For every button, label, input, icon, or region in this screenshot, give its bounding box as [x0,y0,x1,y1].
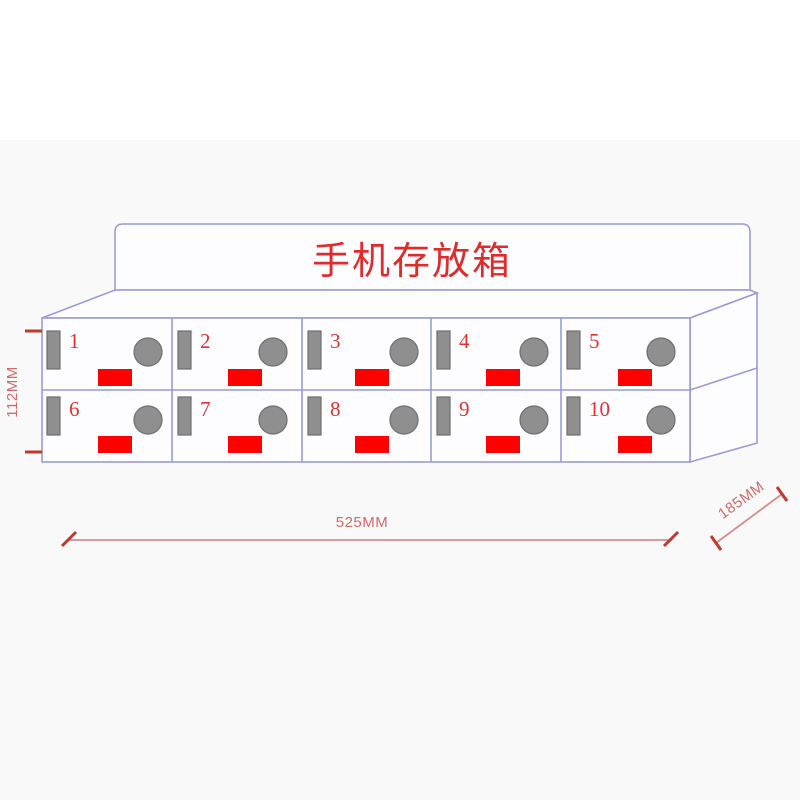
box-right-side-face [689,291,758,464]
knob-icon [519,405,549,435]
knob-icon [646,405,676,435]
label-tag-icon [618,436,652,453]
label-tag-icon [486,369,520,386]
knob-icon [133,337,163,367]
depth-dimension: 185MM [709,478,789,551]
phone-silhouette-icon [177,330,192,370]
slot-number: 1 [69,329,80,353]
slot-number: 8 [330,397,341,421]
slot-number: 10 [589,397,610,421]
slot-10[interactable]: 10 [566,396,676,453]
slot-2[interactable]: 2 [177,329,288,386]
label-tag-icon [355,369,389,386]
slot-9[interactable]: 9 [436,396,549,453]
slot-5[interactable]: 5 [566,329,676,386]
knob-icon [389,337,419,367]
knob-icon [258,405,288,435]
knob-icon [519,337,549,367]
depth-dimension-tick-bottom [709,535,723,551]
slot-1[interactable]: 1 [46,329,163,386]
slot-number: 9 [459,397,470,421]
phone-silhouette-icon [177,396,192,436]
width-dimension: 525MM [60,514,680,548]
phone-silhouette-icon [307,330,322,370]
slot-7[interactable]: 7 [177,396,288,453]
width-dimension-label: 525MM [336,514,389,531]
phone-silhouette-icon [436,396,451,436]
box-top-face [41,289,760,319]
phone-silhouette-icon [436,330,451,370]
slot-number: 6 [69,397,80,421]
slot-number: 5 [589,329,600,353]
box-side-shelf-edge [689,367,758,391]
depth-dimension-tick-top [775,486,789,502]
depth-dimension-label: 185MM [715,478,767,523]
slot-8[interactable]: 8 [307,396,419,453]
box-title: 手机存放箱 [312,241,512,283]
slot-number: 3 [330,329,341,353]
slot-4[interactable]: 4 [436,329,549,386]
knob-icon [133,405,163,435]
knob-icon [646,337,676,367]
height-dimension: 112MM [4,329,42,454]
phone-silhouette-icon [566,396,581,436]
label-tag-icon [98,436,132,453]
label-tag-icon [486,436,520,453]
label-tag-icon [355,436,389,453]
phone-silhouette-icon [46,396,61,436]
label-tag-icon [228,369,262,386]
height-dimension-label: 112MM [4,366,21,417]
width-dimension-tick-left [60,530,78,548]
slot-number: 4 [459,329,470,353]
label-tag-icon [618,369,652,386]
width-dimension-tick-right [662,530,680,548]
phone-silhouette-icon [566,330,581,370]
slot-number: 7 [200,397,211,421]
knob-icon [258,337,288,367]
slot-number: 2 [200,329,211,353]
slot-6[interactable]: 6 [46,396,163,453]
label-tag-icon [98,369,132,386]
knob-icon [389,405,419,435]
phone-silhouette-icon [307,396,322,436]
depth-dimension-line [715,493,783,544]
label-tag-icon [228,436,262,453]
slot-3[interactable]: 3 [307,329,419,386]
phone-silhouette-icon [46,330,61,370]
back-panel [114,223,751,291]
